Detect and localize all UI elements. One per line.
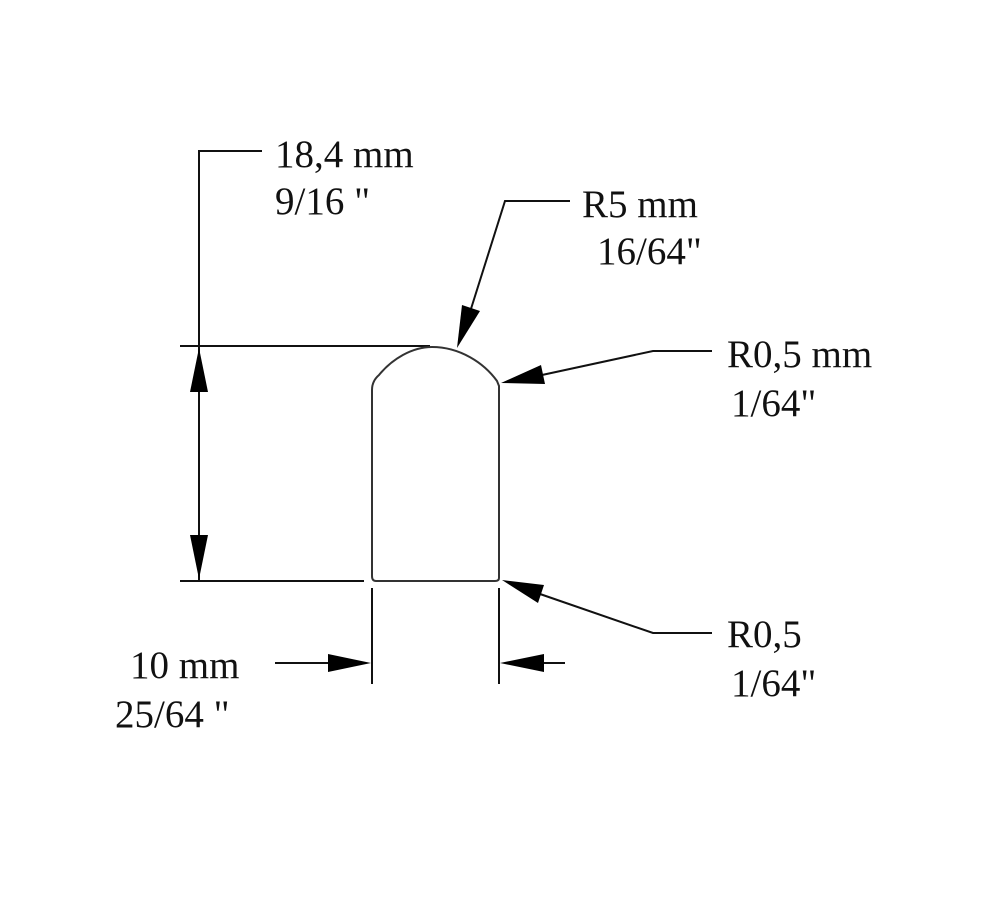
height-dimension-leader (198, 150, 262, 581)
lower-corner-radius-metric-label: R0,5 (727, 613, 802, 656)
upper-corner-radius-arrow (501, 365, 545, 384)
upper-corner-radius-imperial-label: 1/64" (731, 382, 816, 425)
lower-corner-radius-leader (539, 593, 712, 634)
width-arrow-right (500, 654, 544, 672)
width-imperial-label: 25/64 " (115, 693, 230, 736)
width-arrow-left (328, 654, 371, 672)
width-metric-label: 10 mm (130, 644, 239, 687)
height-arrow-bottom (190, 535, 208, 579)
lower-corner-radius-arrow (502, 580, 544, 603)
top-radius-metric-label: R5 mm (582, 183, 698, 226)
height-imperial-label: 9/16 " (275, 180, 370, 223)
top-radius-imperial-label: 16/64" (597, 230, 702, 273)
top-radius-leader (469, 200, 570, 313)
upper-corner-radius-metric-label: R0,5 mm (727, 333, 872, 376)
height-arrow-top (190, 348, 208, 392)
part-profile (371, 345, 500, 582)
lower-corner-radius-imperial-label: 1/64" (731, 662, 816, 705)
top-radius-arrow (457, 305, 480, 348)
height-metric-label: 18,4 mm (275, 133, 414, 176)
upper-corner-radius-leader (541, 350, 712, 376)
